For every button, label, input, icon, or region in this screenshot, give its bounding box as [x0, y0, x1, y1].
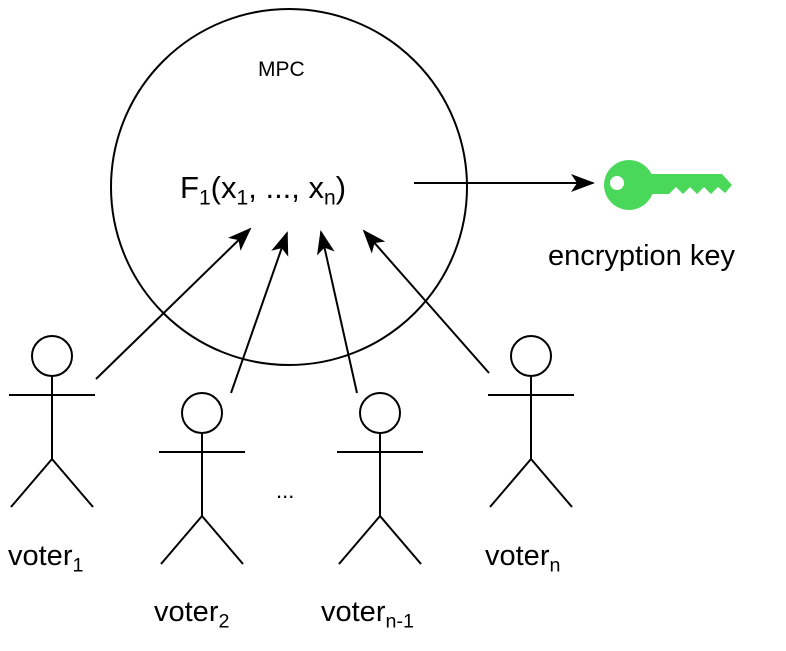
voters-ellipsis: ...	[276, 478, 295, 503]
mpc-title: MPC	[258, 58, 305, 81]
voter-n-1-label: votern-1	[321, 596, 414, 632]
voter-1-figure	[9, 335, 95, 508]
key-icon	[604, 160, 732, 210]
voter-n-1-figure	[337, 392, 423, 565]
voter-2-figure	[159, 392, 245, 565]
mpc-function-label: F1(x1, ..., xn)	[180, 170, 347, 209]
function-middle: , ..., x	[248, 170, 325, 205]
voter-2-subscript: 2	[218, 610, 230, 633]
first-arg-subscript: 1	[236, 186, 249, 210]
voter-n-1-subscript: n-1	[385, 610, 414, 633]
voter-2-label: voter2	[154, 596, 229, 632]
voter-1-base: voter	[8, 540, 73, 572]
voter-n-figure	[488, 335, 574, 508]
function-close: )	[335, 170, 347, 205]
function-name-subscript: 1	[198, 186, 211, 210]
function-open: (x	[210, 170, 237, 205]
last-arg-subscript: n	[324, 186, 336, 210]
voter-n-1-base: voter	[321, 596, 386, 628]
arrow-voter-n-1	[317, 230, 358, 394]
voter-n-label: votern	[485, 540, 560, 576]
arrow-voter-1	[95, 227, 252, 380]
voter-n-subscript: n	[549, 554, 561, 577]
voter-2-base: voter	[154, 596, 219, 628]
function-name: F	[180, 170, 199, 205]
voter-1-subscript: 1	[72, 554, 84, 577]
voter-1-label: voter1	[8, 540, 83, 576]
mpc-circle	[110, 8, 468, 366]
arrow-voter-2	[230, 231, 289, 394]
arrow-voter-n	[362, 229, 490, 374]
encryption-key-label: encryption key	[548, 240, 735, 272]
voter-n-base: voter	[485, 540, 550, 572]
